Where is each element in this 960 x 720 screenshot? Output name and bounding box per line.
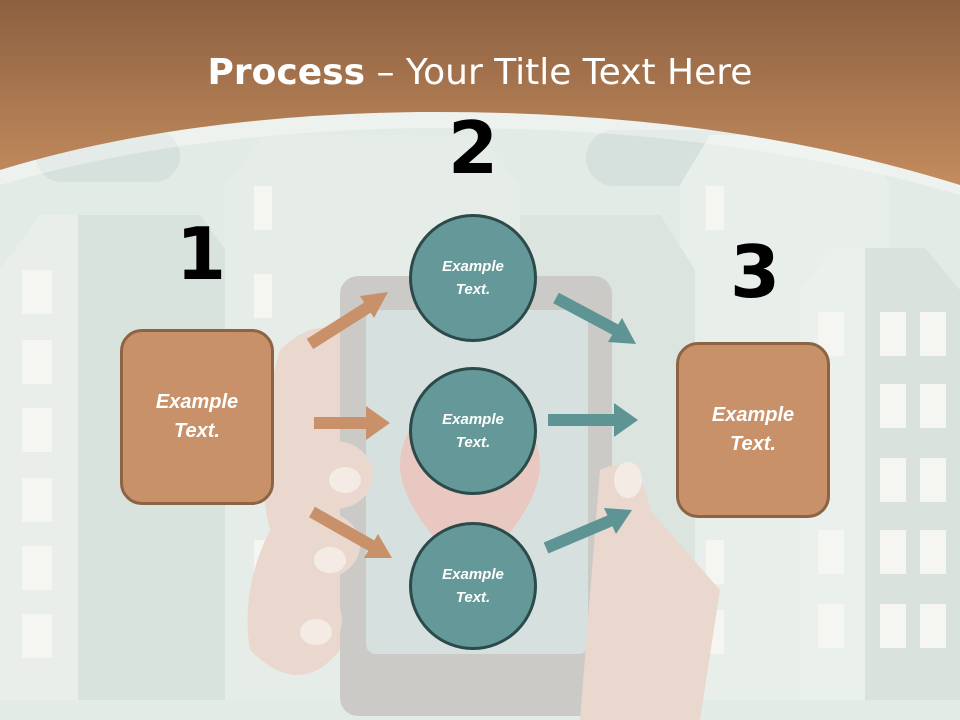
step-2-circle-bottom: Example Text. bbox=[409, 522, 537, 650]
title-bold: Process bbox=[207, 52, 366, 93]
arrow-1-to-middle bbox=[314, 406, 390, 440]
arrow-middle-to-3 bbox=[548, 403, 638, 437]
step-number-2: 2 bbox=[448, 106, 499, 190]
step-1-text: Example Text. bbox=[155, 391, 239, 442]
arrow-bottom-to-3 bbox=[543, 508, 632, 554]
circle-bottom-text: Example Text. bbox=[442, 566, 504, 606]
slide-title: Process – Your Title Text Here bbox=[0, 52, 960, 93]
arrow-1-to-bottom bbox=[309, 506, 392, 558]
step-3-box: Example Text. bbox=[676, 342, 830, 518]
step-number-3: 3 bbox=[730, 230, 781, 314]
step-number-1: 1 bbox=[176, 212, 227, 296]
arrow-top-to-3 bbox=[553, 292, 636, 344]
circle-top-text: Example Text. bbox=[442, 258, 504, 298]
step-3-text: Example Text. bbox=[711, 404, 795, 455]
arrow-1-to-top bbox=[306, 292, 388, 350]
step-2-circle-middle: Example Text. bbox=[409, 367, 537, 495]
title-rest: – Your Title Text Here bbox=[365, 52, 753, 93]
circle-middle-text: Example Text. bbox=[442, 411, 504, 451]
step-1-box: Example Text. bbox=[120, 329, 274, 505]
step-2-circle-top: Example Text. bbox=[409, 214, 537, 342]
